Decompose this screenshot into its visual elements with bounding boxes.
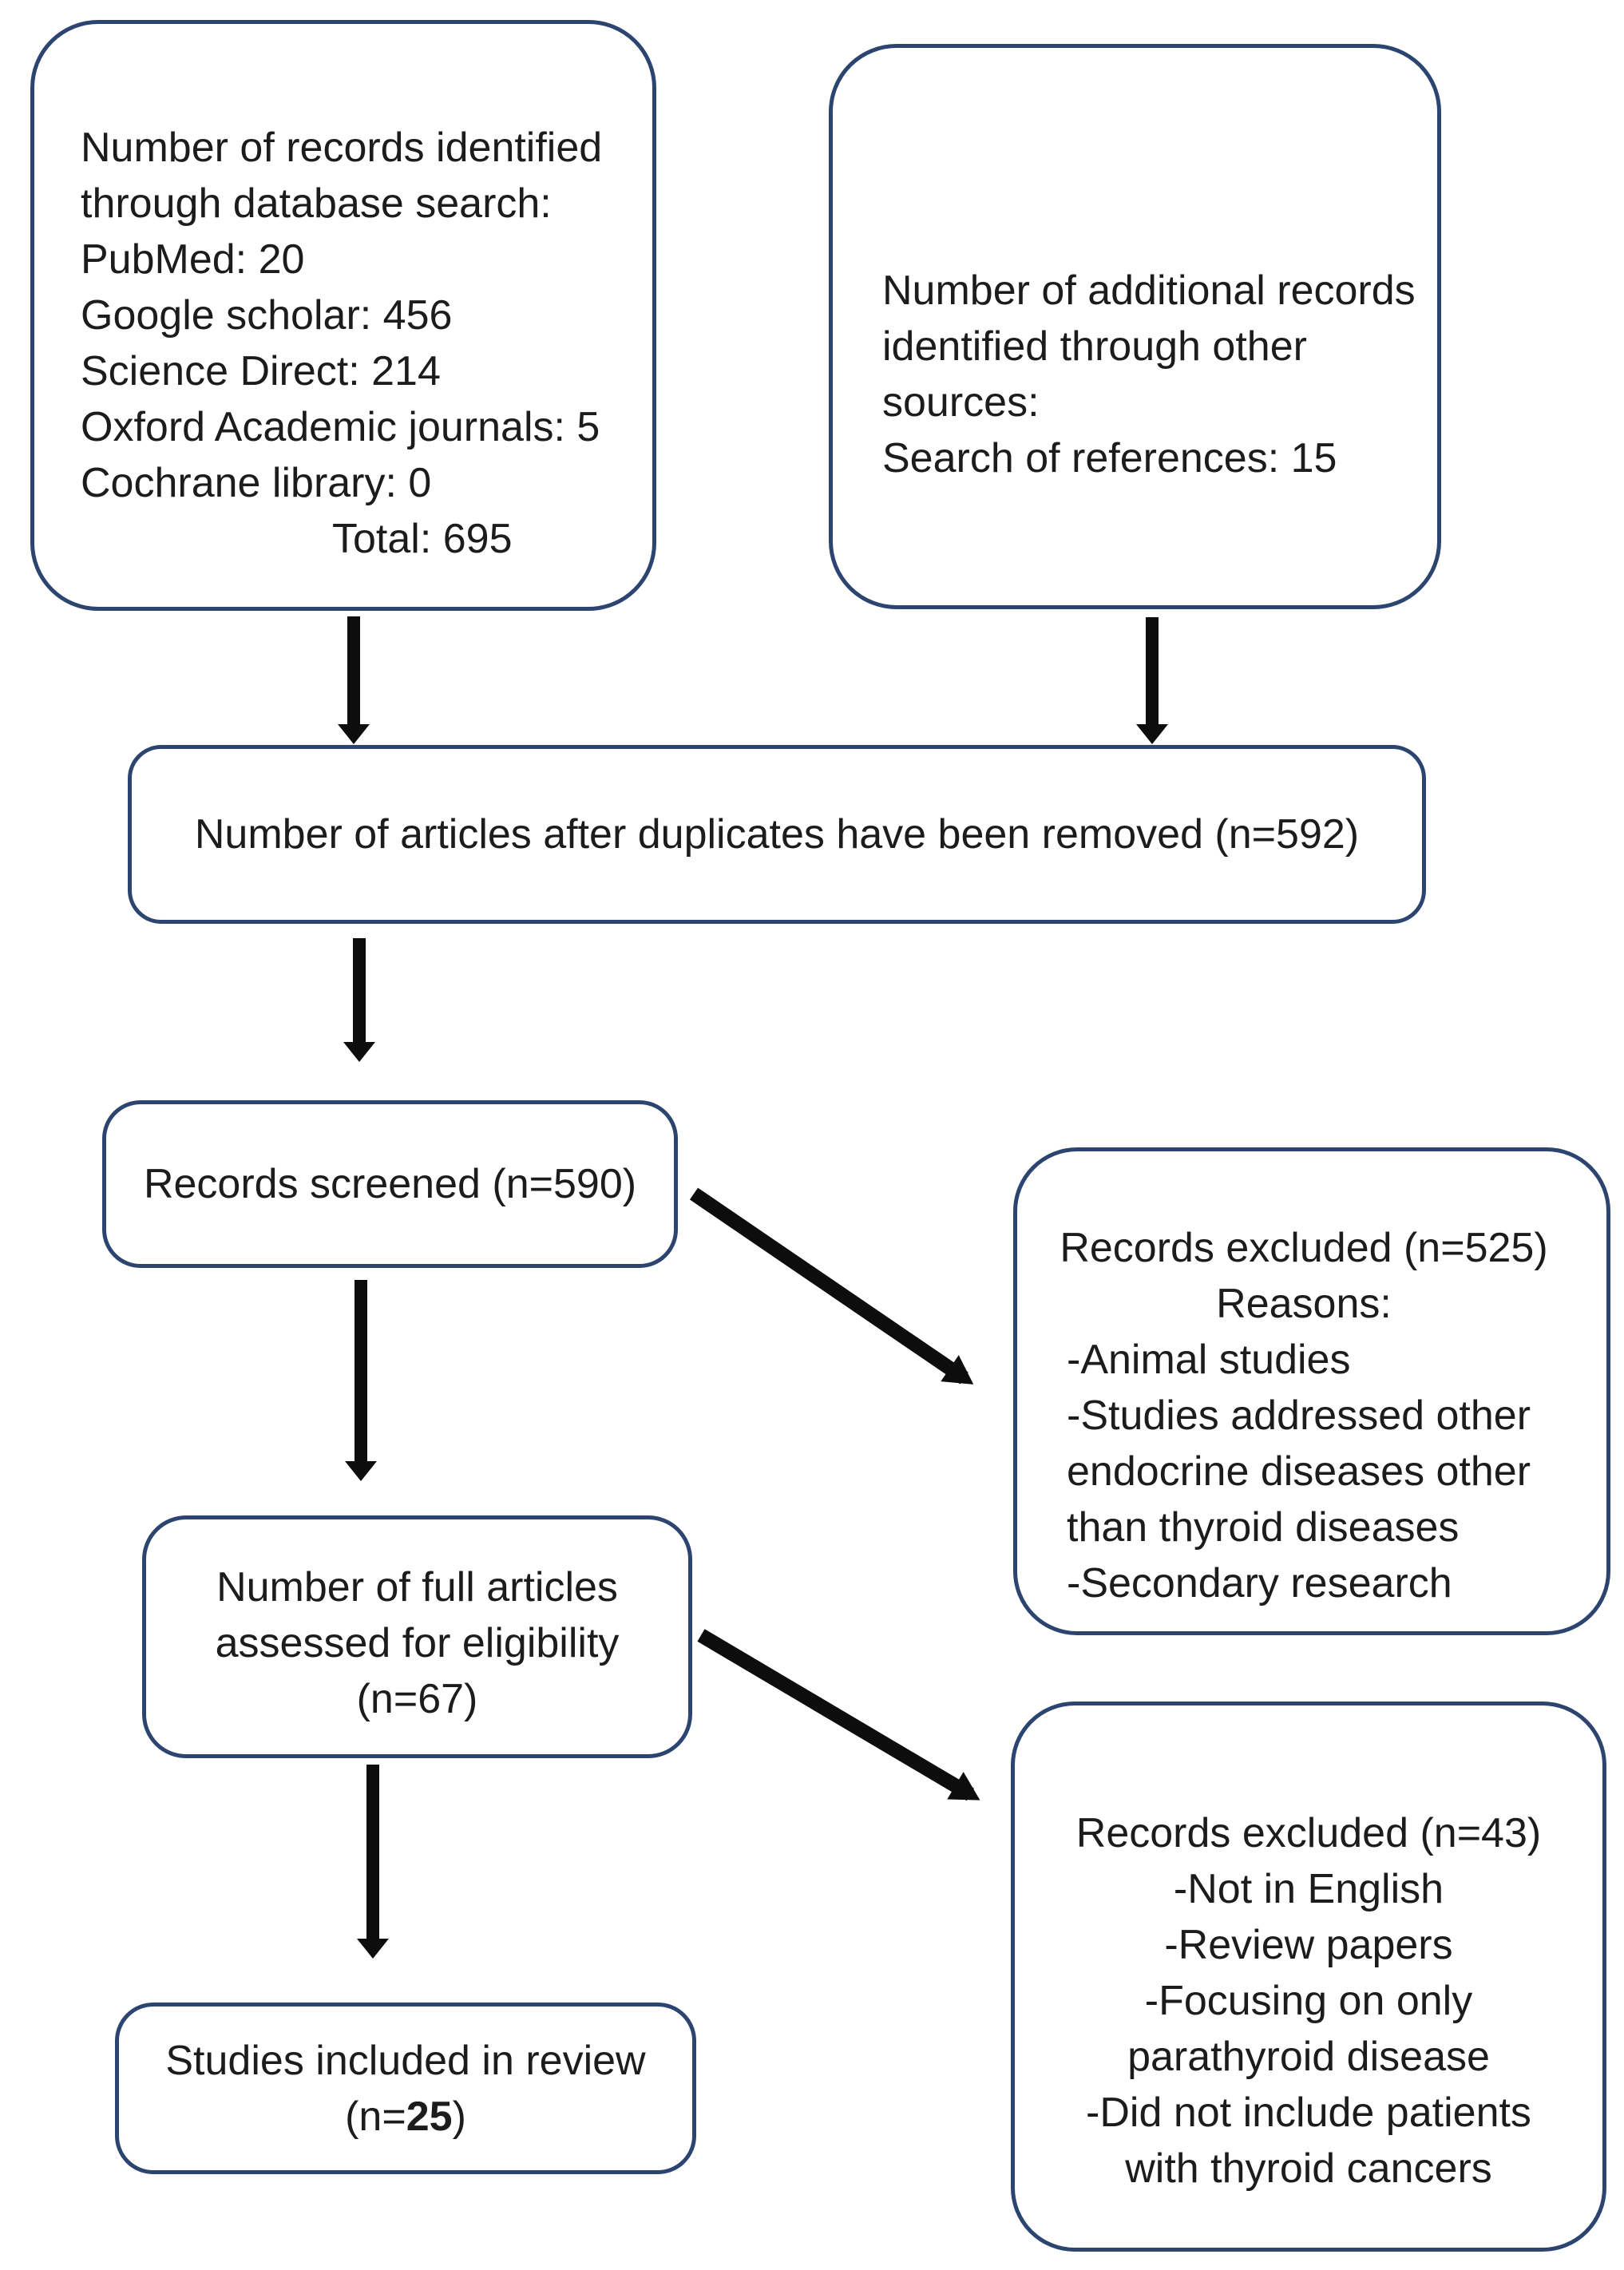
box-records-excluded-screening: Records excluded (n=525) Reasons: -Anima… [1013,1147,1610,1635]
box-records-identified-database: Number of records identified through dat… [30,20,656,611]
excluded-reason: -Secondary research [1067,1559,1452,1606]
box-text-line: assessed for eligibility [215,1620,620,1666]
excluded-subtitle: Reasons: [1216,1280,1392,1327]
box-text-line: through database search: [81,180,552,227]
box-text-line: Studies included in review [165,2037,646,2084]
arrow-down-dedup-to-screened [343,938,375,1062]
box-full-articles-assessed: Number of full articles assessed for eli… [142,1515,692,1758]
included-count-suffix: ) [452,2093,466,2140]
included-count-line: (n=25) [119,2089,692,2145]
box-text-line: Records screened (n=590) [143,1161,637,1207]
box-text-line: Number of full articles [216,1564,618,1610]
box-records-excluded-eligibility: Records excluded (n=43) -Not in English … [1011,1702,1606,2252]
excluded-reason: -Not in English [1173,1865,1444,1912]
excluded-reason: parathyroid disease [1127,2033,1490,2080]
excluded-reason: -Review papers [1164,1921,1453,1968]
box-records-identified-other-sources: Number of additional records identified … [829,44,1441,609]
excluded-reason: -Focusing on only [1144,1977,1473,2024]
database-total-line: Total: 695 [332,516,513,562]
excluded-reason: endocrine diseases other [1067,1448,1531,1495]
box-text-line: Number of records identified [81,125,603,171]
excluded-reason: -Studies addressed other [1067,1392,1531,1439]
arrow-down-fulltext-to-included [357,1765,389,1959]
box-studies-included: Studies included in review (n=25) [115,2003,696,2174]
excluded-reason: than thyroid diseases [1067,1503,1460,1551]
arrow-down-other-to-dedup [1136,617,1168,744]
arrow-down-screened-to-fulltext [345,1280,377,1481]
arrow-diagonal-screened-to-excluded [689,1187,968,1385]
included-count-value: 25 [406,2093,453,2140]
excluded-reason: with thyroid cancers [1125,2145,1492,2192]
box-text-line: Search of references: 15 [882,435,1337,481]
box-text-line: (n=67) [356,1676,478,1722]
included-count-prefix: (n= [345,2093,406,2140]
box-text-line: Cochrane library: 0 [81,460,432,506]
box-records-screened: Records screened (n=590) [102,1100,678,1268]
box-duplicates-removed: Number of articles after duplicates have… [128,745,1426,924]
box-text-line: Number of articles after duplicates have… [194,811,1360,858]
excluded-title: Records excluded (n=43) [1075,1809,1542,1856]
arrow-diagonal-fulltext-to-excluded [697,1629,974,1801]
arrow-down-database-to-dedup [338,616,370,744]
box-text-line: Number of additional records [882,267,1416,314]
box-text-line: Google scholar: 456 [81,292,453,339]
box-text-line: Science Direct: 214 [81,348,441,394]
box-text-line: PubMed: 20 [81,236,305,283]
box-text-line: sources: [882,379,1040,426]
excluded-reason: -Did not include patients [1086,2089,1531,2136]
box-text-line: identified through other [882,323,1307,370]
excluded-title: Records excluded (n=525) [1060,1224,1548,1271]
box-text-line: Oxford Academic journals: 5 [81,404,600,450]
excluded-reason: -Animal studies [1067,1336,1351,1383]
